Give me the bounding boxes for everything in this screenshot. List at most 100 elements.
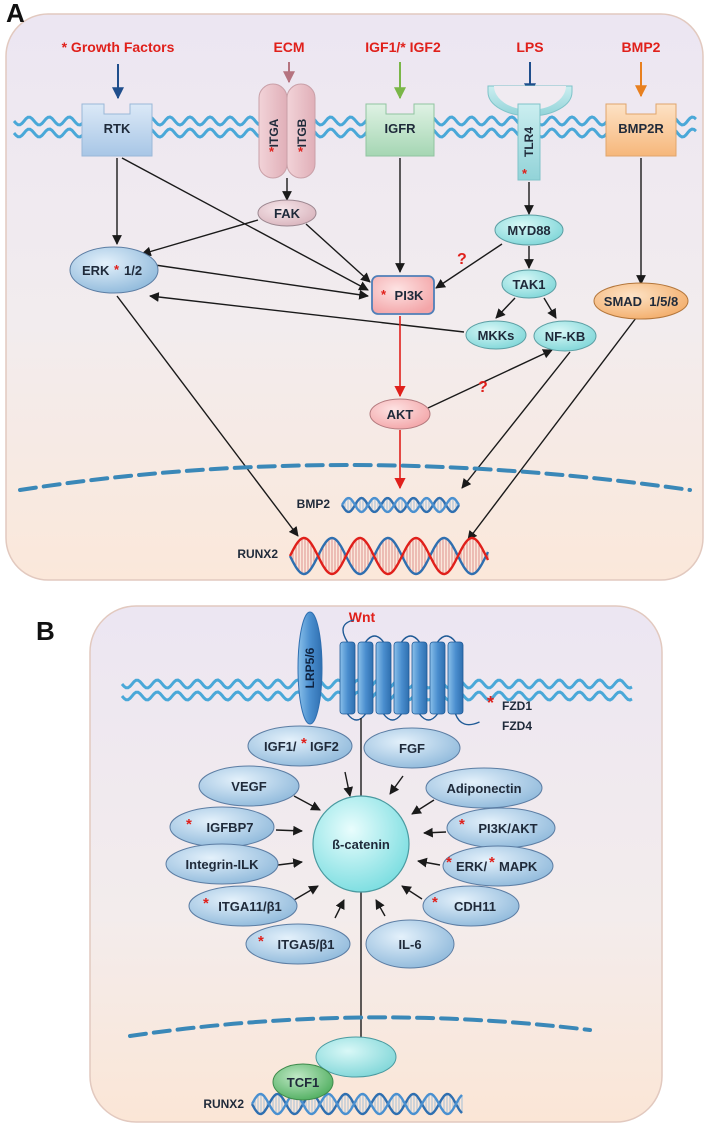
lrp-receptor <box>297 611 323 725</box>
fzd-helix-6 <box>429 641 446 715</box>
tcf1-label: TCF1 <box>287 1075 320 1090</box>
factor-integrin-ilk: Integrin-ILK <box>165 843 279 885</box>
fzd-helix-5 <box>411 641 428 715</box>
erk-star: * <box>114 262 120 277</box>
tak1-label: TAK1 <box>513 277 546 292</box>
tlr4-label: TLR4 <box>522 127 536 157</box>
fzd-helix-4 <box>393 641 410 715</box>
nuclear-envelope-b <box>128 1015 592 1038</box>
ligand-wnt: Wnt <box>349 609 376 625</box>
arrow-itga11-bcatenin <box>293 885 319 901</box>
arrow-itga5-bcatenin <box>334 899 345 919</box>
arrow-erk-runx2 <box>116 295 299 537</box>
pi3kakt-star: * <box>459 816 465 833</box>
factor-itga11: * ITGA11/β1 <box>188 885 298 927</box>
bcatenin-nuclear <box>315 1036 397 1078</box>
pi3k-star: * <box>381 287 387 302</box>
integrin-ilk-label: Integrin-ILK <box>186 857 260 872</box>
fzd-n-terminus <box>342 619 355 643</box>
runx2-gene-dna <box>288 536 490 576</box>
runx2-dna-b-strand-1 <box>250 1092 463 1116</box>
factor-il6: IL-6 <box>365 919 455 969</box>
question-mark-myd88-pi3k: ? <box>457 251 467 268</box>
itga11-star: * <box>203 895 209 912</box>
arrow-tak1-nfkb <box>543 297 557 319</box>
erk-node <box>69 246 159 294</box>
arrow-adiponectin-bcatenin <box>411 799 435 815</box>
pi3k-node <box>371 275 435 315</box>
itga-star: * <box>269 144 275 159</box>
factor-erk-mapk: * ERK/ * MAPK <box>442 845 554 887</box>
runx2-gene-label-a: RUNX2 <box>237 547 278 561</box>
igfbp7-star: * <box>186 816 192 833</box>
akt-label: AKT <box>387 407 414 422</box>
itga11-label: ITGA11/β1 <box>218 899 282 914</box>
panel-letter-b: B <box>36 616 55 646</box>
arrow-erk-bcatenin <box>417 857 441 868</box>
fzd-helix-7 <box>447 641 464 715</box>
fgf-label: FGF <box>399 741 425 756</box>
bmp2-dna-strand-1 <box>340 496 461 514</box>
igf-star: * <box>301 735 307 752</box>
arrow-vegf-bcatenin <box>293 795 321 811</box>
bmp2r-label: BMP2R <box>618 121 664 136</box>
erk-mapk-label-a: ERK/ <box>456 859 487 874</box>
il6-label: IL-6 <box>398 937 421 952</box>
runx2-dna-a-strand-1 <box>288 536 490 576</box>
tak1-node <box>501 269 557 299</box>
fzd1-label: FZD1 <box>502 699 532 713</box>
factor-adiponectin: Adiponectin <box>425 767 543 809</box>
igfr-label: IGFR <box>384 121 416 136</box>
ligand-igf: IGF1/* IGF2 <box>365 39 441 55</box>
ligand-growth-factors: * Growth Factors <box>62 39 175 55</box>
fzd-loop <box>436 635 457 643</box>
igf-label-a: IGF1/ <box>264 739 297 754</box>
ligand-bmp2: BMP2 <box>622 39 661 55</box>
factor-igfbp7: * IGFBP7 <box>169 806 275 848</box>
igfbp7-label: IGFBP7 <box>207 820 254 835</box>
factor-vegf: VEGF <box>198 765 300 807</box>
factor-cdh11: * CDH11 <box>422 885 520 927</box>
panel-a: A * Growth Factors ECM IGF1/* IGF2 LPS B… <box>5 0 704 581</box>
fzd-helix-3 <box>375 641 392 715</box>
itga-label: ITGA <box>267 118 281 147</box>
bmp2-gene-dna <box>340 496 461 514</box>
smad-node <box>593 282 689 320</box>
fzd1-star: * <box>487 693 494 713</box>
question-mark-akt-nfkb: ? <box>478 379 488 396</box>
arrow-pi3kakt-bcatenin <box>423 827 447 838</box>
factor-fgf: FGF <box>363 727 461 769</box>
arrow-igf-bcatenin <box>343 771 353 797</box>
ligand-ecm: ECM <box>273 39 304 55</box>
rtk-receptor <box>81 103 153 157</box>
factor-igf: IGF1/ * IGF2 <box>247 725 353 767</box>
fzd-helix-1 <box>339 641 356 715</box>
pi3kakt-label: PI3K/AKT <box>478 821 537 836</box>
lrp-label: LRP5/6 <box>303 647 317 688</box>
cdh11-label: CDH11 <box>454 899 496 914</box>
arrows-b <box>275 718 447 1051</box>
cdh11-star: * <box>432 894 438 911</box>
ligand-lps: LPS <box>516 39 543 55</box>
arrow-fak-erk <box>141 219 259 257</box>
bmp2-dna-strand-2 <box>340 496 461 514</box>
runx2-gene-dna-b <box>250 1092 463 1116</box>
itga5-star: * <box>258 933 264 950</box>
runx2-gene-label-b: RUNX2 <box>203 1097 244 1111</box>
vegf-label: VEGF <box>231 779 266 794</box>
erk-mapk-label-b: MAPK <box>499 859 538 874</box>
signaling-arrows-a <box>112 157 646 541</box>
nuclear-envelope-a <box>18 463 692 492</box>
akt-node <box>369 398 431 430</box>
arrow-igfbp7-bcatenin <box>275 825 303 836</box>
erk-label-prefix: ERK <box>82 263 110 278</box>
mkks-node <box>465 320 527 350</box>
myd88-node <box>494 214 564 246</box>
itgb-label: ITGB <box>295 118 309 147</box>
fzd-helix-2 <box>357 641 374 715</box>
fak-label: FAK <box>274 206 301 221</box>
fzd-receptor <box>339 619 480 726</box>
arrow-fgf-bcatenin <box>389 775 404 795</box>
fzd-loop <box>382 713 403 721</box>
